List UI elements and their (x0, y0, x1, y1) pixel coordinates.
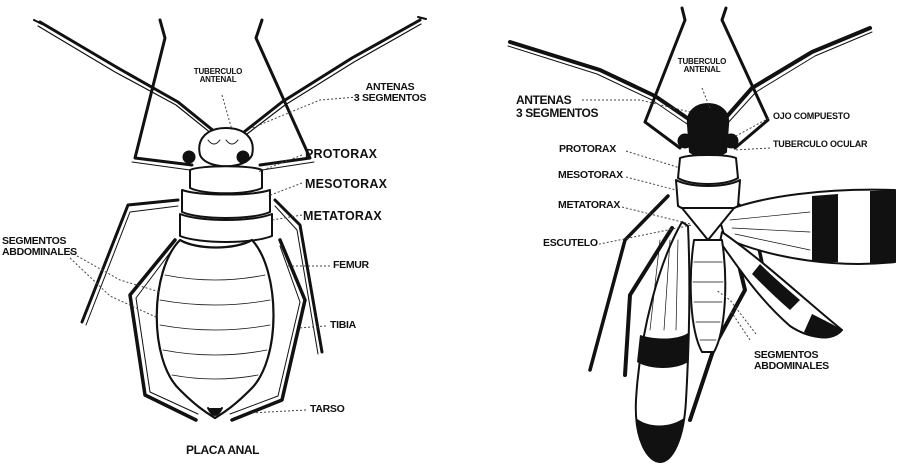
adult-head (688, 104, 728, 157)
nymph-label-femur: FEMUR (333, 260, 369, 271)
nymph-label-tuberculo-antenal: TUBERCULO ANTENAL (190, 68, 246, 85)
adult-left-foreleg (645, 8, 685, 148)
nymph-protorax (190, 166, 262, 193)
adult-label-ojo-compuesto: OJO COMPUESTO (773, 112, 850, 121)
adult-label-mesotorax: MESOTORAX (558, 170, 623, 181)
nymph-label-tarso: TARSO (310, 404, 344, 415)
adult-label-metatorax: METATORAX (558, 200, 620, 211)
right-foreleg (256, 20, 310, 165)
adult-compound-eye-left (678, 134, 692, 148)
adult-label-tuberculo-ocular: TUBERCULO OCULAR (773, 140, 867, 149)
adult-label-escutelo: ESCUTELO (543, 238, 598, 249)
nymph-label-antenas: ANTENAS 3 SEGMENTOS (350, 82, 430, 104)
adult-protorax (678, 155, 738, 184)
adult-label-protorax: PROTORAX (559, 144, 616, 155)
nymph-label-metatorax: METATORAX (303, 210, 382, 223)
adult-abdomen (691, 240, 726, 352)
adult-illustration (508, 8, 895, 462)
adult-label-tuberculo-antenal: TUBERCULO ANTENAL (672, 58, 732, 75)
nymph-label-protorax: PROTORAX (305, 148, 377, 161)
nymph-label-tibia: TIBIA (330, 320, 356, 331)
adult-label-antenas: ANTENAS 3 SEGMENTOS (516, 94, 598, 119)
adult-right-foreleg (722, 8, 768, 148)
nymph-label-segmentos-abdominales: SEGMENTOS ABDOMINALES (2, 236, 77, 258)
nymph-label-placa-anal: PLACA ANAL (186, 444, 259, 457)
adult-compound-eye-right (724, 134, 738, 148)
nymph-label-mesotorax: MESOTORAX (305, 178, 387, 191)
nymph-mesotorax (182, 190, 270, 218)
nymph-abdomen (157, 240, 274, 418)
adult-label-segmentos-abdominales: SEGMENTOS ABDOMINALES (754, 350, 829, 372)
